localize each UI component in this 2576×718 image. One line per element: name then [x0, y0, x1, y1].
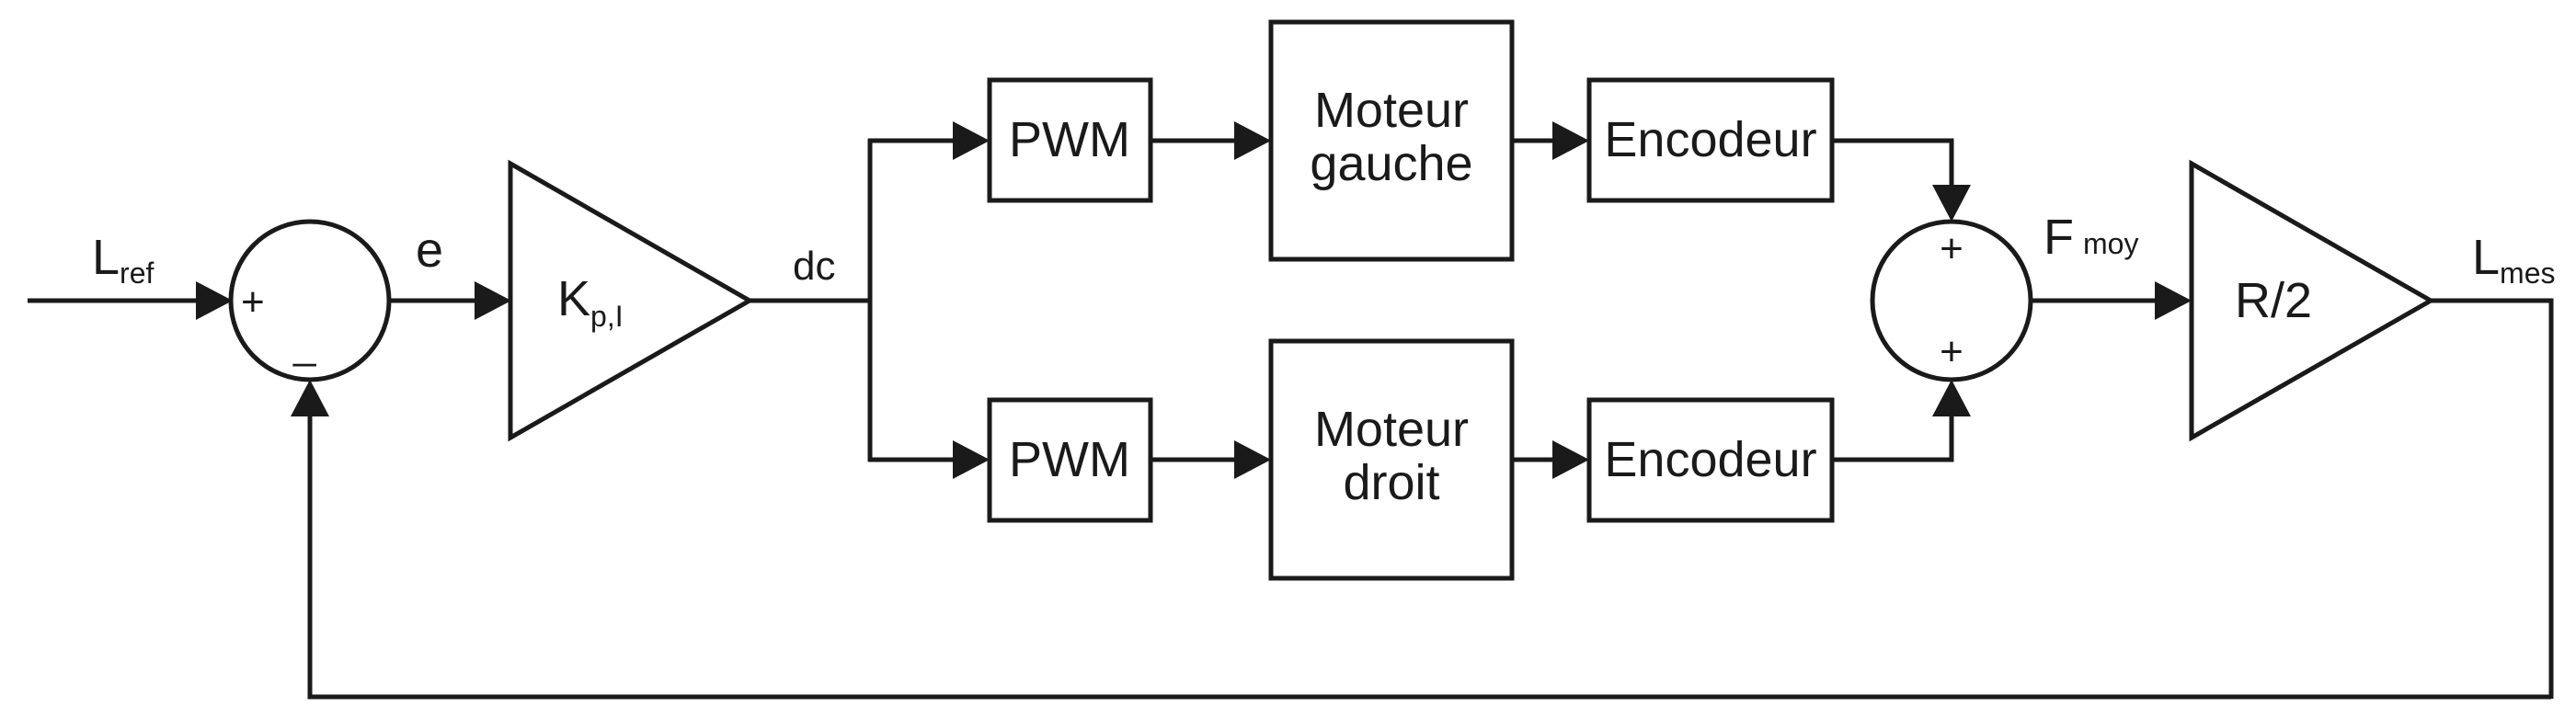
pwm-top-block [987, 77, 1153, 203]
gain-kpi-block [508, 159, 755, 442]
motor-left-block [1268, 19, 1515, 262]
input-arrow [196, 281, 233, 320]
encoder-bottom-to-sum2-line [1832, 415, 1954, 462]
pwm-top-label: PWM [1009, 112, 1130, 167]
sum2-bottom-arrow [1932, 380, 1971, 416]
pwm-bottom-arrow [953, 440, 990, 479]
encoder-bottom-block [1586, 397, 1835, 523]
pwm-bottom-label: PWM [1009, 432, 1130, 487]
error-label: e [416, 222, 443, 278]
sum2-plus-bottom-sign: + [1940, 329, 1963, 374]
dc-label: dc [793, 244, 835, 289]
encoder-bottom-label: Encodeur [1604, 432, 1816, 487]
motor-right-label-line1: Moteur [1314, 402, 1469, 457]
sum2-top-arrow [1932, 185, 1971, 222]
error-arrow [475, 281, 511, 320]
motor-right-arrow [1234, 440, 1271, 479]
pwm-top-arrow [953, 121, 990, 160]
encoder-top-to-sum2-line [1832, 138, 1954, 187]
feedback-arrow [291, 380, 329, 416]
radius-gain-label: R/2 [2235, 273, 2312, 328]
output-line [2431, 298, 2554, 699]
motor-left-label-line2: gauche [1310, 136, 1472, 191]
feedback-line [307, 415, 2551, 700]
encoder-top-block [1586, 77, 1835, 203]
motor-left-arrow [1234, 121, 1271, 160]
motor-left-label-line1: Moteur [1314, 83, 1469, 138]
encoder-top-label: Encodeur [1604, 112, 1816, 167]
sum2-plus-top-sign: + [1940, 226, 1963, 271]
encoder-top-arrow [1552, 121, 1589, 160]
sum1-plus-sign: + [241, 279, 265, 325]
radius-gain-arrow [2155, 281, 2192, 320]
radius-gain-block [2189, 159, 2436, 442]
gain-kpi-label: Kp,I [557, 271, 624, 333]
output-label: Lmes [2472, 230, 2556, 290]
input-label: Lref [92, 230, 155, 290]
motor-right-label-line2: droit [1343, 455, 1439, 510]
encoder-bottom-arrow [1552, 440, 1589, 479]
sum1-minus-sign: _ [292, 323, 316, 368]
